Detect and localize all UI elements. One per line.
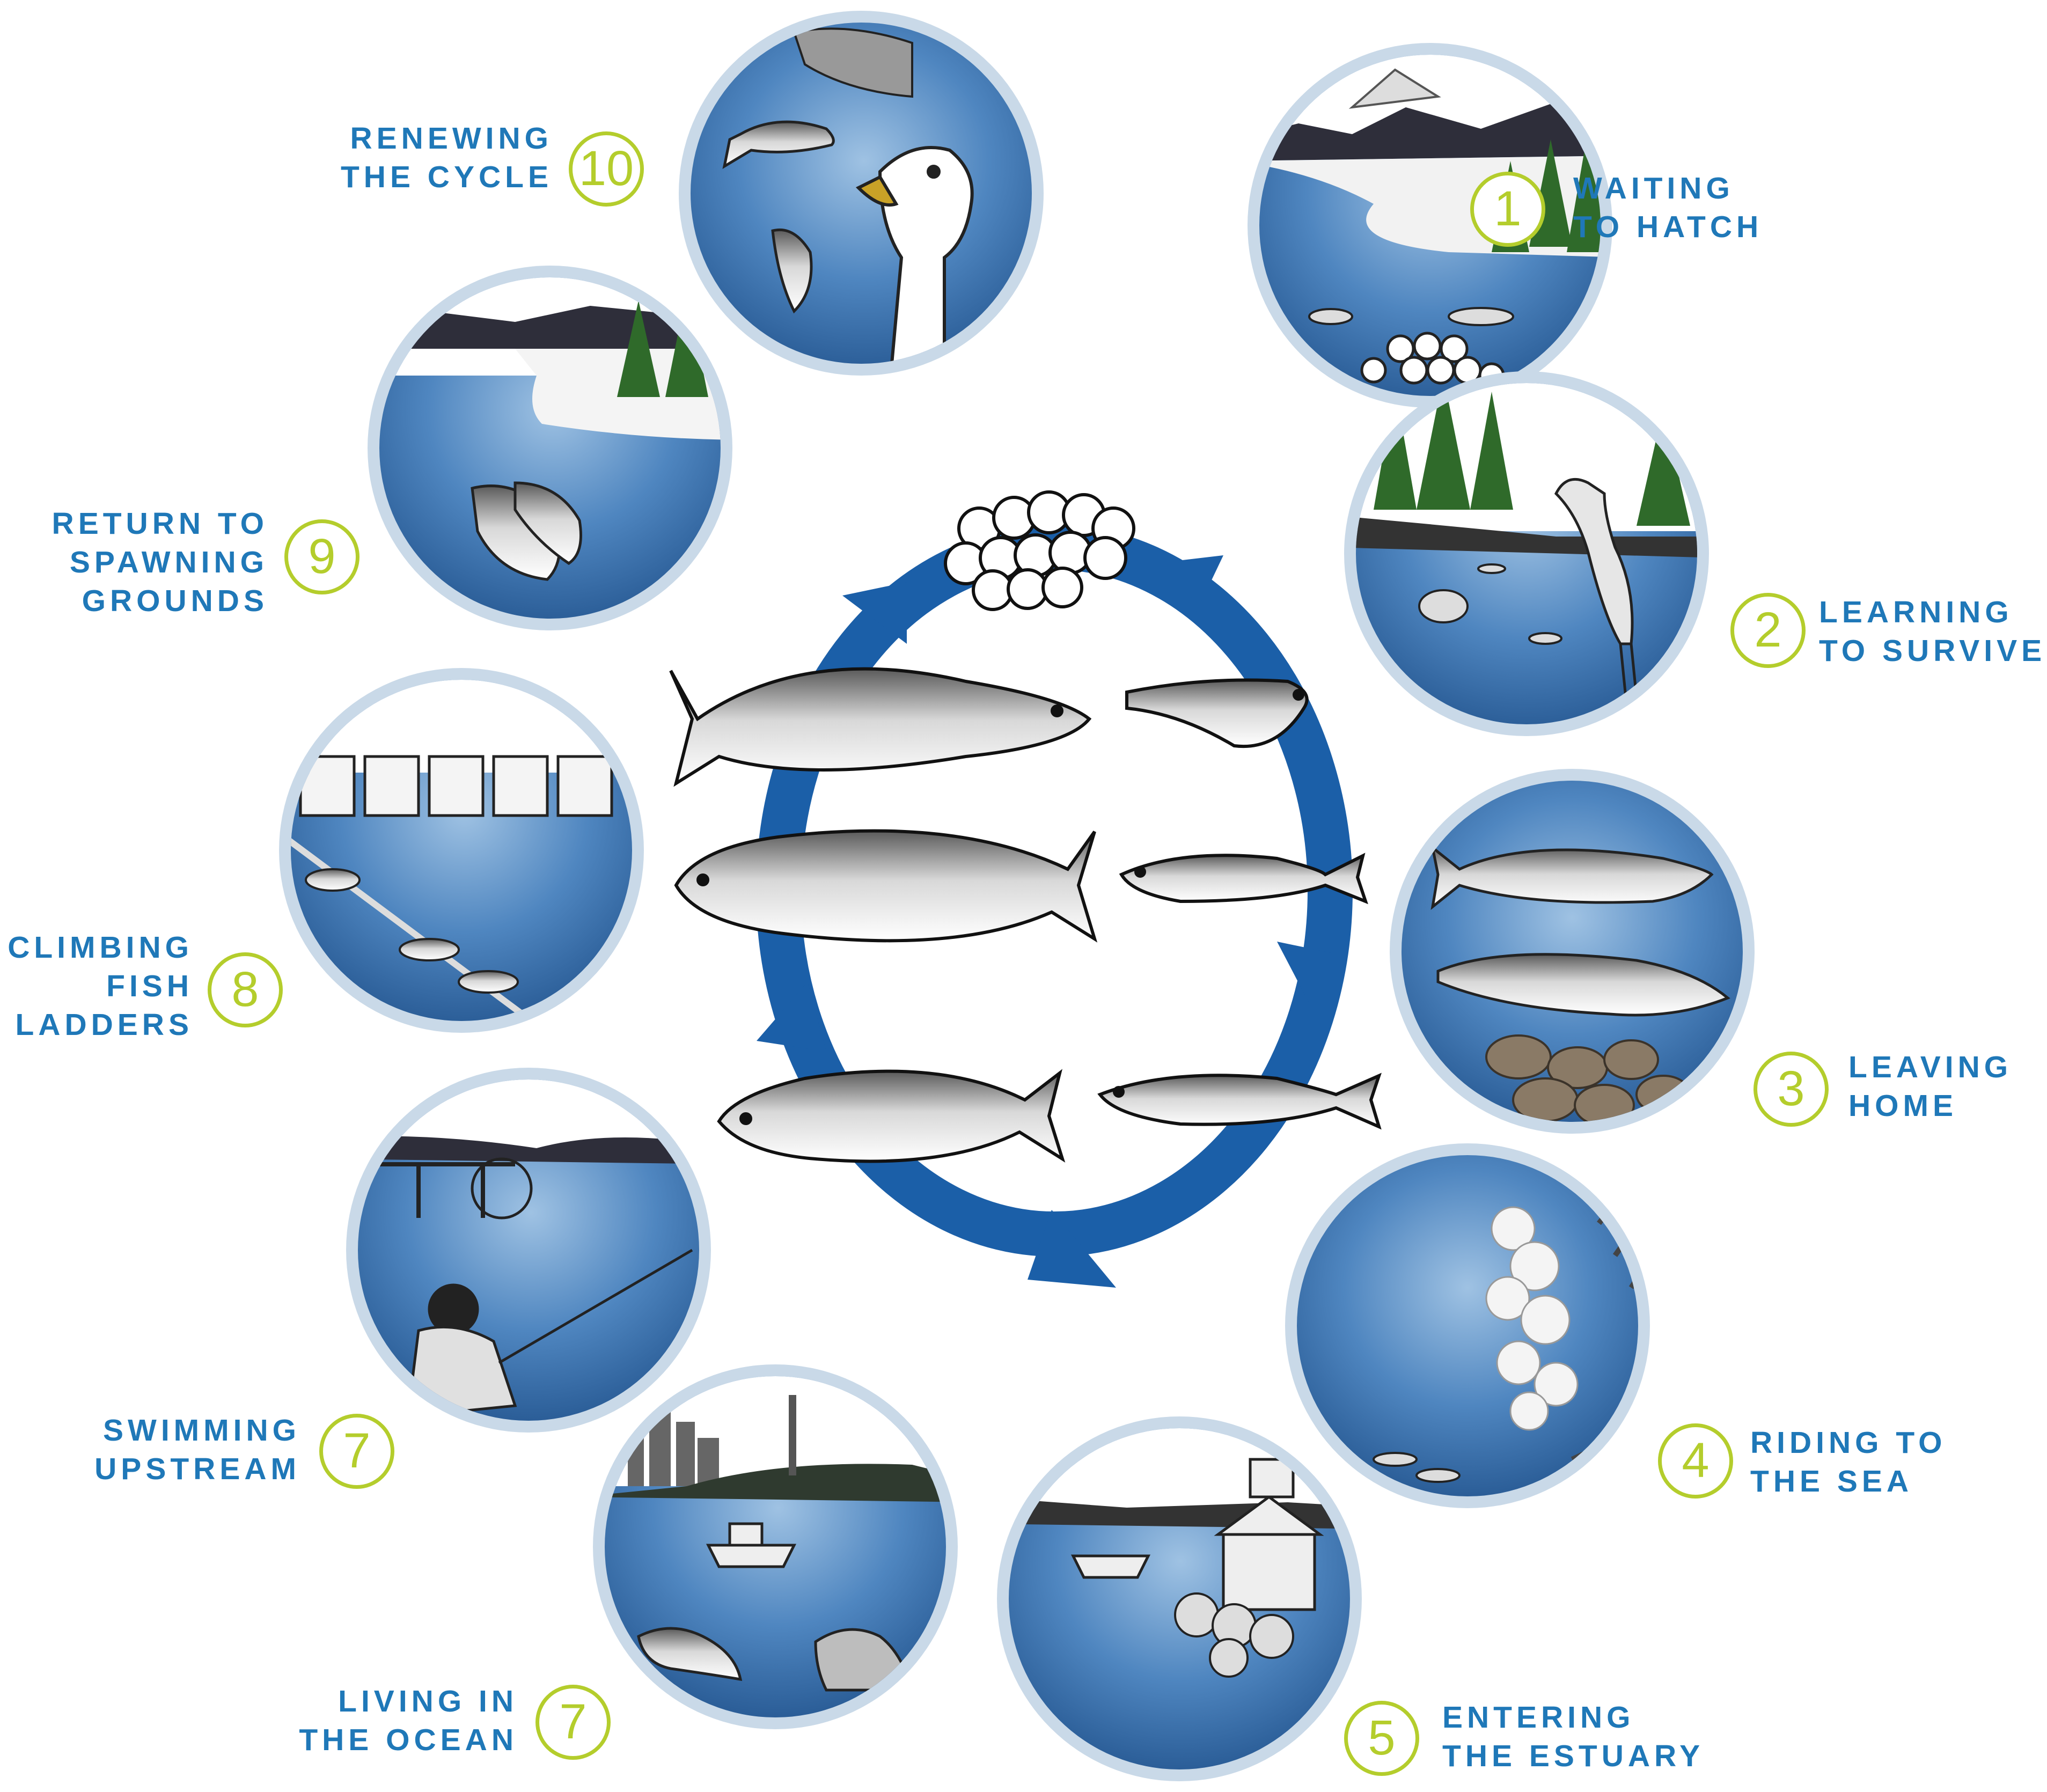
cycle-arrow-left: [757, 982, 826, 1052]
adult-salmon-icon: [722, 120, 835, 314]
vignette-return-to-spawning-grounds: [368, 266, 732, 630]
stage-number-badge: 7: [319, 1414, 394, 1489]
estuary-plant-icon: [1214, 1458, 1324, 1611]
pine-tree-icon: [1374, 383, 1690, 526]
stage-label-line: LEARNING: [1819, 595, 2013, 629]
stage-label-waiting-to-hatch: WAITING TO HATCH: [1573, 169, 1763, 246]
vignette-living-in-the-ocean: [593, 1364, 958, 1729]
adult-salmon-icon: [674, 829, 1098, 943]
alevin-icon: [1308, 307, 1514, 326]
stage-number-badge: 3: [1753, 1052, 1829, 1127]
fish-ladder-icon: [291, 834, 539, 1021]
stage-label-line: UPSTREAM: [94, 1452, 300, 1486]
stage-label-riding-to-the-sea: RIDING TO THE SEA: [1750, 1423, 1946, 1501]
stage-label-line: TO HATCH: [1573, 210, 1763, 244]
adult-salmon-icon: [471, 481, 582, 581]
cycle-arrow-right: [1277, 942, 1341, 1003]
stage-label-living-in-the-ocean: LIVING IN THE OCEAN: [236, 1682, 518, 1759]
vignette-learning-to-survive: [1344, 371, 1709, 736]
smolt-icon: [1373, 1452, 1461, 1483]
vignette-entering-the-estuary: [997, 1416, 1362, 1781]
lighthouse-icon: [789, 1395, 796, 1475]
stage-label-line: HOME: [1848, 1089, 1957, 1123]
alevin-icon: [1125, 678, 1309, 748]
stage-label-line: THE SEA: [1750, 1464, 1913, 1499]
fry-icon: [1418, 563, 1562, 645]
stage-label-line: RETURN TO: [52, 506, 268, 541]
vignette-leaving-home: [1390, 769, 1755, 1134]
stage-number-badge: 1: [1470, 172, 1545, 247]
stage-label-line: RENEWING: [350, 121, 553, 156]
stage-number-badge: 2: [1730, 593, 1806, 668]
stage-label-line: SPAWNING: [69, 545, 268, 579]
stage-label-line: WAITING: [1573, 171, 1734, 205]
stage-label-line: THE CYCLE: [340, 160, 553, 194]
stage-number-badge: 9: [284, 519, 359, 594]
egg-cluster-icon: [944, 490, 1135, 611]
stage-label-renewing-the-cycle: RENEWING THE CYCLE: [300, 119, 553, 196]
stage-label-line: THE ESTUARY: [1442, 1739, 1705, 1773]
stage-label-line: SWIMMING: [103, 1413, 300, 1448]
stage-label-line: TO SURVIVE: [1819, 634, 2046, 668]
vignette-renewing-the-cycle: [679, 11, 1044, 376]
vignette-riding-to-the-sea: [1285, 1143, 1650, 1508]
stage-label-line: LADDERS: [15, 1008, 193, 1042]
stage-label-line: CLIMBING: [8, 930, 193, 965]
stage-label-learning-to-survive: LEARNING TO SURVIVE: [1819, 593, 2046, 670]
stage-label-line: THE OCEAN: [299, 1723, 518, 1757]
cycle-arrow-top-right: [1178, 555, 1223, 612]
spillway-foam: [1485, 1206, 1579, 1431]
adult-salmon-icon: [305, 868, 519, 994]
stage-label-climbing-fish-ladders: CLIMBING FISH LADDERS: [0, 928, 193, 1044]
dam-icon: [299, 755, 613, 817]
stage-label-line: FISH: [106, 969, 193, 1003]
eagle-icon: [855, 146, 974, 364]
stage-label-line: RIDING TO: [1750, 1426, 1947, 1460]
stage-label-line: LEAVING: [1848, 1050, 2013, 1084]
smolt-icon: [1430, 844, 1730, 1017]
vignette-waiting-to-hatch: [1248, 43, 1612, 408]
vignette-climbing-fish-ladders: [279, 668, 644, 1033]
outfall-rocks: [1174, 1592, 1294, 1678]
stage-number-badge: 8: [208, 952, 283, 1027]
stage-label-entering-the-estuary: ENTERING THE ESTUARY: [1442, 1698, 1704, 1775]
fishing-platform: [376, 1162, 515, 1218]
stage-label-line: GROUNDS: [82, 584, 268, 618]
stage-label-swimming-upstream: SWIMMING UPSTREAM: [32, 1411, 300, 1488]
dip-net-icon: [471, 1157, 533, 1220]
adult-salmon-icon: [669, 667, 1092, 787]
fry-icon: [1119, 853, 1368, 905]
stage-label-return-to-spawning-grounds: RETURN TO SPAWNING GROUNDS: [11, 504, 268, 620]
stage-number-badge: 10: [569, 131, 644, 207]
stage-number-badge: 4: [1658, 1423, 1733, 1499]
cycle-arrow-bottom: [1028, 1210, 1116, 1288]
fishing-boat-icon: [1070, 1554, 1151, 1579]
cycle-arrow-top-left: [842, 582, 907, 644]
stage-label-leaving-home: LEAVING HOME: [1848, 1048, 2012, 1125]
stage-number-badge: 7: [535, 1685, 611, 1760]
adult-salmon-icon: [717, 1069, 1066, 1163]
stage-label-line: LIVING IN: [338, 1684, 518, 1718]
smolt-icon: [1097, 1073, 1382, 1130]
stage-label-line: ENTERING: [1442, 1700, 1635, 1735]
heron-icon: [1554, 478, 1638, 698]
adult-salmon-icon: [637, 1627, 743, 1681]
fishing-boat-icon: [706, 1522, 797, 1568]
vignette-swimming-upstream: [346, 1068, 711, 1433]
stage-number-badge: 5: [1344, 1701, 1419, 1776]
seal-icon: [814, 1628, 914, 1692]
